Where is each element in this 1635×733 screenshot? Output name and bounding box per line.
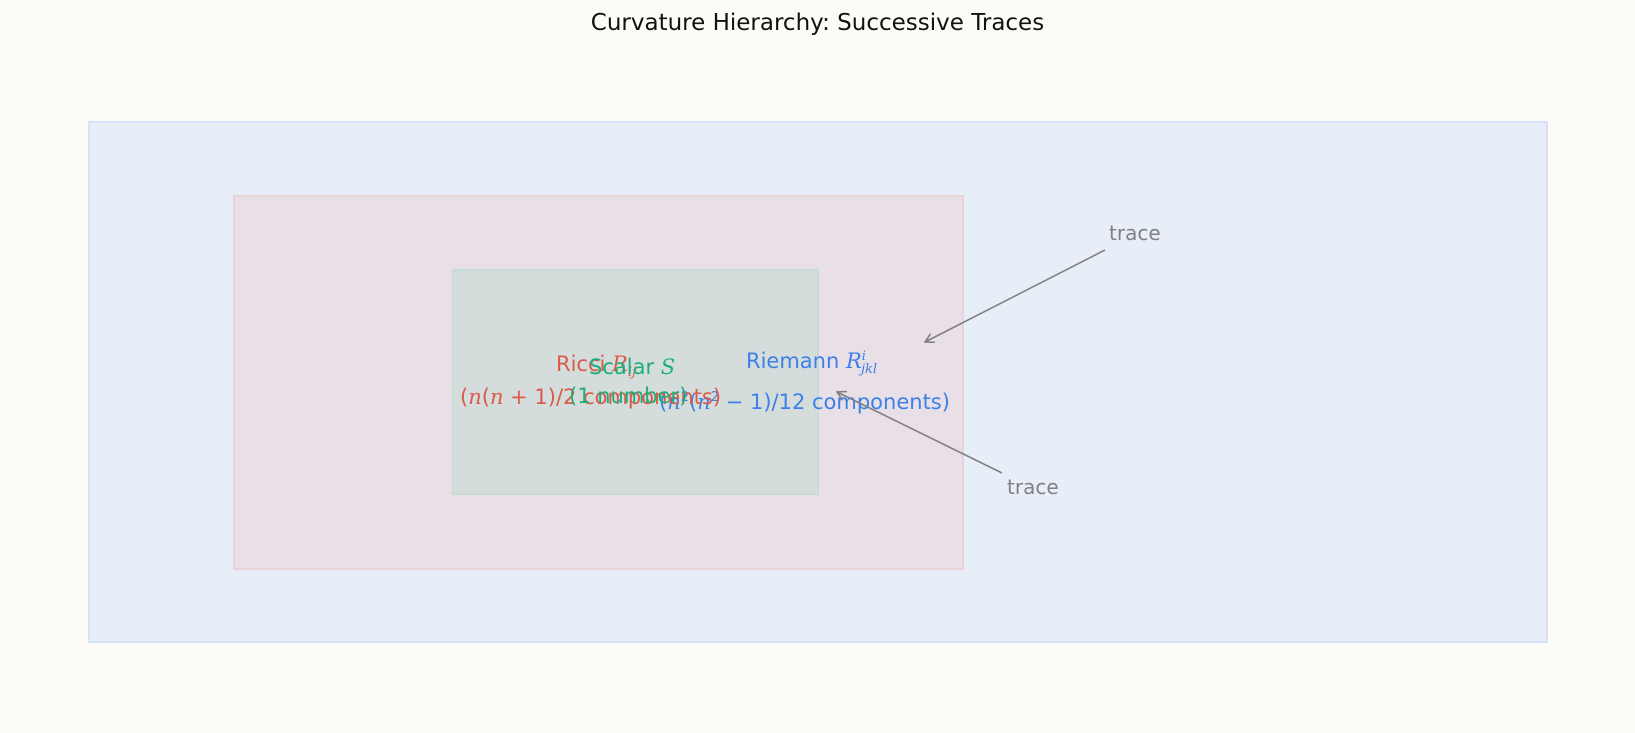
riemann-name-label: Riemann Rijkl	[746, 349, 878, 378]
trace-label-lower: trace	[1007, 475, 1059, 499]
riemann-count-label: (n2(n2 − 1)/12 components)	[659, 390, 950, 414]
trace-arrow-upper	[925, 249, 1106, 342]
scalar-count-label: (1 number)	[569, 384, 688, 408]
scalar-name-label: Scalar S	[589, 355, 676, 379]
diagram-title: Curvature Hierarchy: Successive Traces	[590, 10, 1045, 36]
scalar-region	[452, 269, 819, 495]
ricci-count-label: (n(n + 1)/2 components)	[460, 385, 722, 409]
trace-label-upper: trace	[1109, 221, 1161, 245]
trace-arrow-lower	[837, 392, 1003, 474]
ricci-name-label: Ricci Rij	[556, 352, 637, 381]
